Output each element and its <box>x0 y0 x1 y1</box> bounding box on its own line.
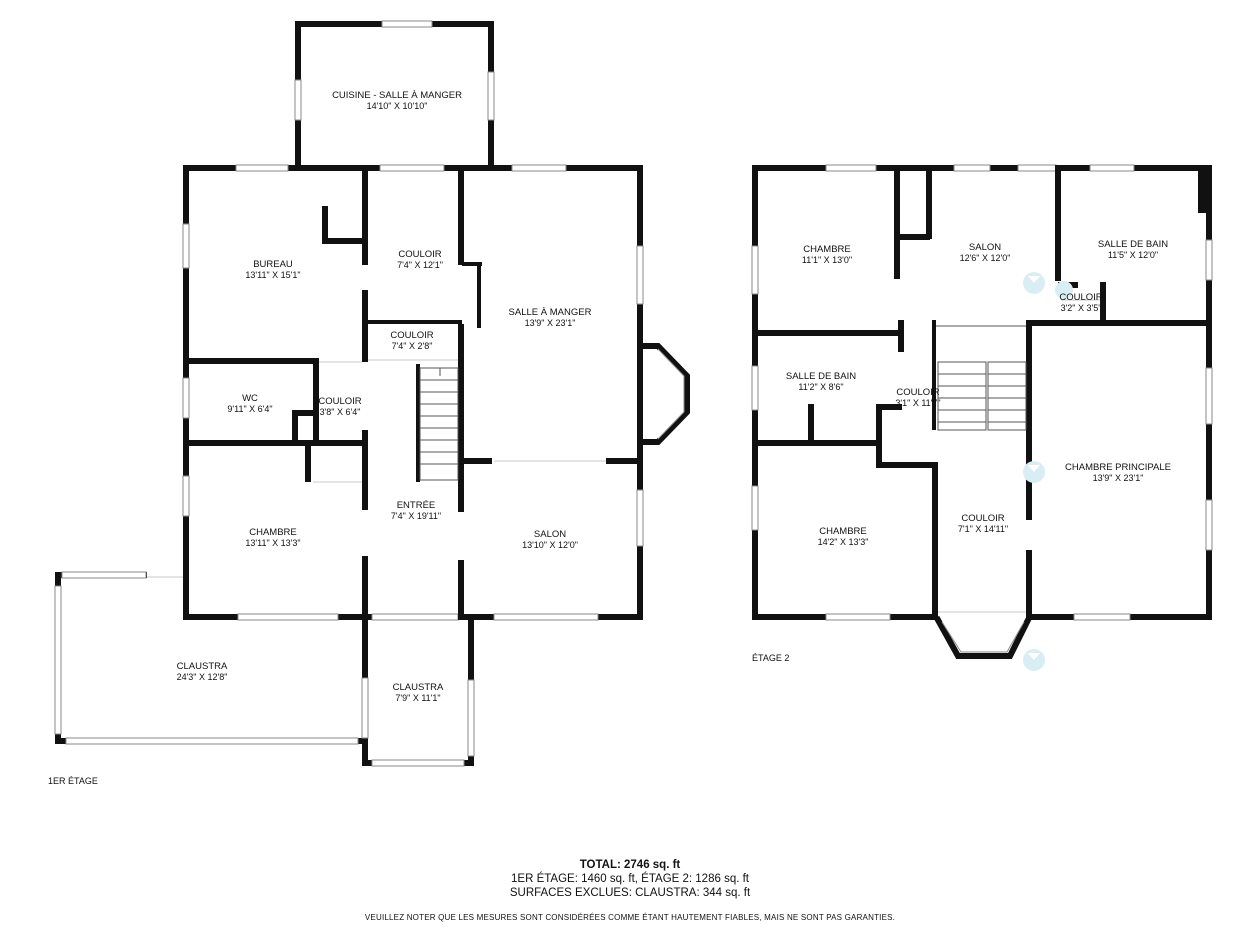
room-name-couloir-c: COULOIR <box>318 396 361 407</box>
disclaimer-note: VEUILLEZ NOTER QUE LES MESURES SONT CONS… <box>364 913 896 922</box>
room-dim-bureau: 13'11" X 15'1" <box>245 270 300 280</box>
room-name-salon-2: SALON <box>969 242 1001 253</box>
camera-viewpoint-icon[interactable] <box>1055 281 1073 299</box>
claustra-a-walls <box>54 571 365 745</box>
room-name-entree: ENTRÉE <box>397 500 436 511</box>
second-stairs <box>936 325 1027 431</box>
room-dim-cuisine: 14'10" X 10'10" <box>367 101 428 111</box>
room-name-couloir-e: COULOIR <box>896 387 939 398</box>
area-floors: 1ER ÉTAGE: 1460 sq. ft, ÉTAGE 2: 1286 sq… <box>511 873 749 885</box>
room-name-claustra-a: CLAUSTRA <box>177 661 228 672</box>
room-dim-wc: 9'11" X 6'4" <box>227 404 272 414</box>
first-floor: CUISINE - SALLE À MANGER 14'10" X 10'10"… <box>48 20 690 786</box>
second-interior-walls <box>752 165 1212 620</box>
room-dim-couloir-b: 7'4" X 2'8" <box>392 341 433 351</box>
second-floor: CHAMBRE 11'1" X 13'0" SALON 12'6" X 12'0… <box>751 164 1213 671</box>
room-name-chambre-1: CHAMBRE <box>249 527 297 538</box>
room-name-couloir-f: COULOIR <box>961 513 1004 524</box>
room-dim-entree: 7'4" X 19'11" <box>391 511 441 521</box>
area-total: TOTAL: 2746 sq. ft <box>579 859 681 871</box>
room-name-claustra-b: CLAUSTRA <box>393 682 444 693</box>
room-dim-claustra-a: 24'3" X 12'8" <box>177 672 228 682</box>
room-name-chambre-2: CHAMBRE <box>803 244 851 255</box>
area-excluded: SURFACES EXCLUES: CLAUSTRA: 344 sq. ft <box>509 887 751 899</box>
room-name-salle-manger: SALLE À MANGER <box>509 307 592 318</box>
room-name-sdb-1: SALLE DE BAIN <box>1098 239 1168 250</box>
room-dim-claustra-b: 7'9" X 11'1" <box>395 693 440 703</box>
room-name-sdb-2: SALLE DE BAIN <box>786 371 856 382</box>
room-dim-couloir-f: 7'1" X 14'11" <box>958 524 1008 534</box>
room-dim-chambre-2: 11'1" X 13'0" <box>802 255 852 265</box>
main-outer-walls <box>182 164 644 621</box>
floor-label-second: ÉTAGE 2 <box>752 653 789 663</box>
room-dim-salon-1: 13'10" X 12'0" <box>522 540 578 550</box>
room-dim-couloir-c: 3'8" X 6'4" <box>320 407 361 417</box>
room-dim-chambre-3: 14'2" X 13'3" <box>818 537 869 547</box>
room-dim-sdb-2: 11'2" X 8'6" <box>798 382 843 392</box>
area-summary: TOTAL: 2746 sq. ft 1ER ÉTAGE: 1460 sq. f… <box>0 858 1260 900</box>
room-dim-couloir-e: 3'1" X 11'7" <box>895 398 940 408</box>
room-dim-salle-manger: 13'9" X 23'1" <box>525 318 576 328</box>
room-name-salon-1: SALON <box>534 529 566 540</box>
room-name-cuisine: CUISINE - SALLE À MANGER <box>332 90 462 101</box>
room-name-couloir-d: COULOIR <box>1059 292 1102 303</box>
room-name-couloir-b: COULOIR <box>390 330 433 341</box>
room-dim-chambre-principale: 13'9" X 23'1" <box>1093 473 1144 483</box>
first-stairs <box>419 367 459 481</box>
room-name-bureau: BUREAU <box>253 259 293 270</box>
kitchen-walls <box>294 20 495 166</box>
room-name-couloir-a: COULOIR <box>398 249 441 260</box>
room-dim-salon-2: 12'6" X 12'0" <box>960 253 1011 263</box>
first-interior-walls <box>183 165 643 620</box>
claustra-b-walls <box>361 620 475 767</box>
second-outer-walls <box>751 164 1213 621</box>
room-dim-couloir-a: 7'4" X 12'1" <box>397 260 443 270</box>
camera-viewpoint-icon[interactable] <box>1023 272 1045 294</box>
room-name-wc: WC <box>242 393 258 404</box>
room-dim-sdb-1: 11'5" X 12'0" <box>1108 250 1158 260</box>
camera-viewpoint-icon[interactable] <box>1023 461 1045 483</box>
room-dim-couloir-d: 3'2" X 3'5" <box>1061 303 1102 313</box>
room-dim-chambre-1: 13'11" X 13'3" <box>245 538 300 548</box>
room-name-chambre-principale: CHAMBRE PRINCIPALE <box>1065 462 1171 473</box>
floor-label-first: 1ER ÉTAGE <box>48 776 98 786</box>
camera-viewpoint-icon[interactable] <box>1023 649 1045 671</box>
room-name-chambre-3: CHAMBRE <box>819 526 867 537</box>
